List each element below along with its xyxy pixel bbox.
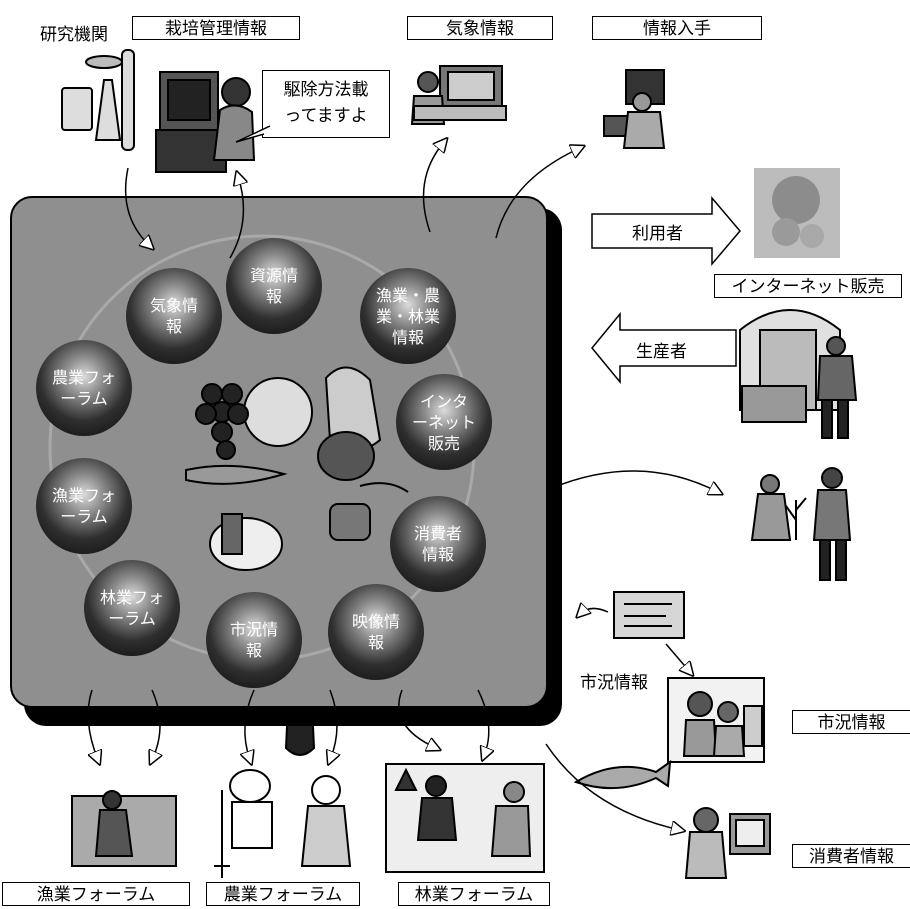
fish-icon	[573, 759, 672, 790]
market-caption: 市況情報	[580, 673, 648, 693]
speech-bubble: 駆除方法載 ってますよ	[262, 70, 390, 138]
produce-collage-icon	[185, 366, 409, 571]
sphere-fishery-forum[interactable]: 漁業フォ ーラム	[36, 458, 132, 554]
sphere-video-info[interactable]: 映像情 報	[328, 584, 424, 680]
arrow-cultivation-out	[229, 176, 243, 259]
arrow-consumer-fish	[545, 743, 680, 830]
user-arrow-label: 利用者	[632, 224, 683, 244]
producer-arrow-shape	[591, 311, 737, 385]
arrow-bottom-2	[152, 689, 160, 760]
sphere-consumer-info[interactable]: 消費者 情報	[390, 496, 486, 592]
forestry-forum-label: 林業フォーラム	[398, 882, 550, 906]
sphere-resource-info[interactable]: 資源情 報	[226, 238, 322, 334]
consumer-icon	[684, 807, 771, 879]
arrow-bottom-5	[398, 689, 436, 748]
sphere-market-info[interactable]: 市況情 報	[206, 592, 302, 688]
info-acquire-label: 情報入手	[592, 16, 762, 40]
consumer-info-box: 消費者情報	[792, 844, 910, 868]
sphere-internet-sales[interactable]: インタ ーネット 販売	[396, 374, 492, 470]
arrow-bottom-6	[477, 689, 489, 756]
sphere-forestry-forum[interactable]: 林業フォ ーラム	[84, 560, 180, 656]
weather-operator-icon	[410, 65, 507, 125]
lab-glassware-icon	[61, 49, 135, 151]
computer-operator-icon	[155, 71, 256, 173]
producer-arrow-label: 生産者	[636, 342, 687, 362]
fishery-forum-label: 漁業フォーラム	[2, 882, 190, 906]
farmers-icon	[214, 769, 352, 878]
market-report-icon	[613, 591, 685, 639]
arrow-info-acquire	[495, 148, 580, 239]
arrow-bottom-3	[245, 689, 254, 760]
cultivation-info-label: 栽培管理情報	[132, 16, 300, 40]
internet-sales-icon	[754, 168, 840, 258]
user-arrow-shape	[591, 195, 741, 267]
sphere-industry-info[interactable]: 漁業・農 業・林業 情報	[360, 268, 456, 364]
arrow-cultivation-in	[124, 167, 150, 246]
market-office-icon	[667, 677, 765, 763]
weather-info-label: 気象情報	[407, 16, 553, 40]
market-info-box: 市況情報	[792, 710, 910, 734]
arrow-bottom-1	[87, 689, 98, 760]
tree-planting-icon	[750, 467, 852, 581]
producer-icon	[739, 309, 858, 439]
agriculture-forum-label: 農業フォーラム	[206, 882, 360, 906]
sphere-agri-forum[interactable]: 農業フォ ーラム	[36, 340, 132, 436]
arrow-bottom-4	[330, 689, 337, 760]
forestry-workers-icon	[385, 763, 545, 873]
arrow-panel-right	[551, 470, 718, 492]
info-user-icon	[603, 69, 666, 149]
fishery-worker-icon	[71, 790, 177, 867]
internet-sales-label: インターネット販売	[714, 274, 902, 298]
arrow-market-ticket	[580, 608, 609, 614]
arrow-weather-in	[422, 142, 444, 233]
research-institute-label: 研究機関	[40, 25, 108, 45]
sphere-weather-info[interactable]: 気象情 報	[126, 268, 222, 364]
arrow-market-down	[665, 643, 690, 672]
